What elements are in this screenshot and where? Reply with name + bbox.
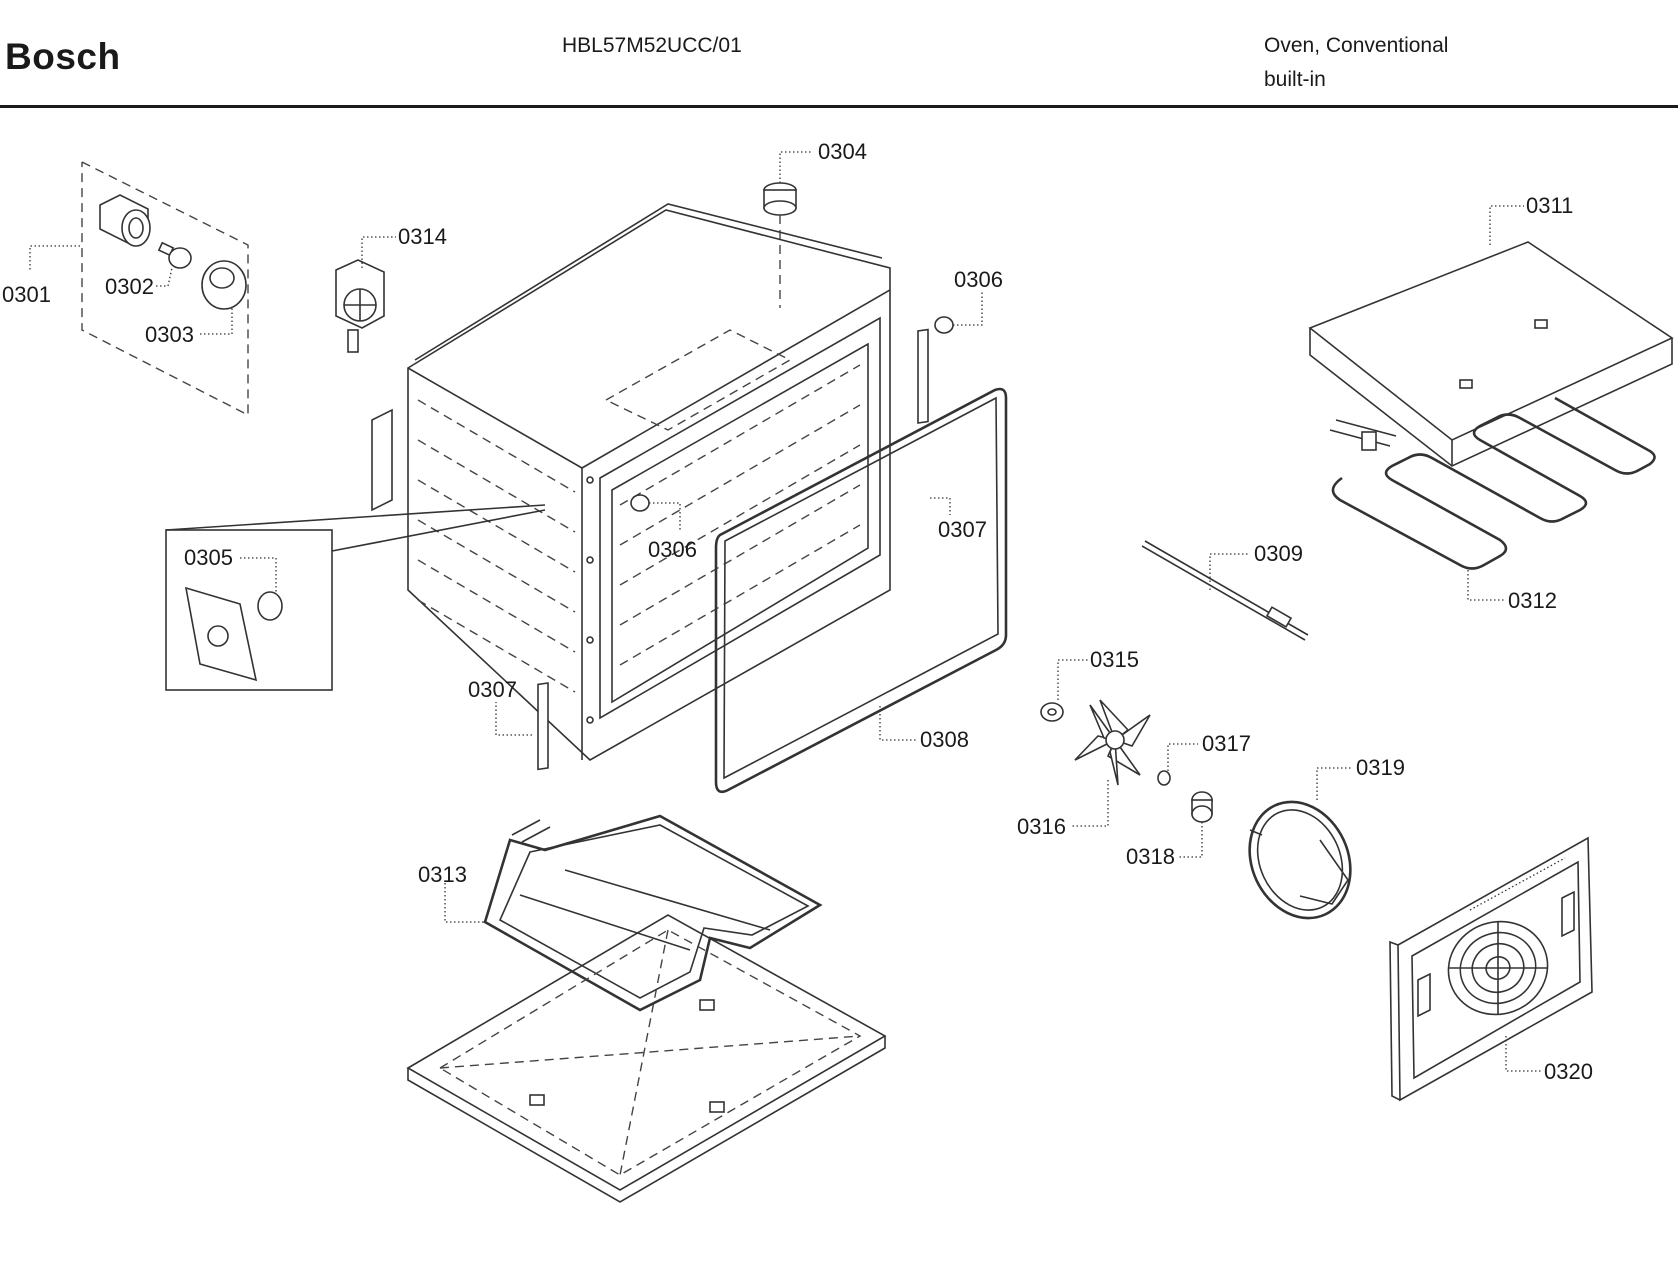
- leader-0312: [1467, 570, 1505, 601]
- leader-0318: [1178, 822, 1203, 858]
- leader-0301: [29, 245, 80, 270]
- top-heating-element-part: [1329, 396, 1656, 601]
- inset-pointer-bottom: [331, 509, 546, 552]
- lamp-group-outline: [81, 161, 249, 417]
- oven-floor-panel: [406, 914, 887, 1203]
- label-0319: 0319: [1356, 755, 1405, 780]
- inset-frame: [165, 529, 333, 691]
- lamp-bulb-part: [157, 241, 192, 269]
- top-heat-shield-part: [1308, 205, 1674, 467]
- leader-0305: [240, 557, 277, 592]
- fan-blade-part: [1072, 699, 1151, 827]
- fan-motor-part: [335, 236, 396, 353]
- label-0311: 0311: [1526, 193, 1573, 218]
- washer-part: [1040, 659, 1088, 722]
- leader-0307-left: [495, 702, 532, 736]
- leader-0303: [200, 306, 233, 335]
- inset-detail-0305: [165, 504, 546, 691]
- label-0309: 0309: [1254, 541, 1303, 566]
- inset-pointer-top: [165, 504, 546, 531]
- inset-panel: [184, 586, 258, 682]
- rear-fan-cover-part: [1389, 836, 1593, 1102]
- convection-ring-element-part: [1248, 767, 1352, 920]
- leader-0317: [1167, 743, 1198, 771]
- label-0317: 0317: [1202, 731, 1251, 756]
- label-0307-right: 0307: [938, 517, 987, 542]
- label-0320: 0320: [1544, 1059, 1593, 1084]
- temperature-sensor-part: [1141, 540, 1309, 641]
- lamp-socket-part: [99, 194, 151, 247]
- label-0306-front: 0306: [648, 537, 697, 562]
- leader-0304: [779, 151, 812, 183]
- label-0316: 0316: [1017, 814, 1066, 839]
- rack-rail-left-part: [495, 682, 549, 771]
- oven-cavity-housing: [371, 203, 891, 761]
- label-0304: 0304: [818, 139, 867, 164]
- label-0306-top: 0306: [954, 267, 1003, 292]
- label-0312: 0312: [1508, 588, 1557, 613]
- grommet-front-part: [630, 494, 681, 530]
- cavity-rack-rails: [619, 364, 861, 666]
- leader-0311: [1489, 205, 1524, 245]
- bottom-heating-element-part: [444, 814, 823, 1012]
- appliance-type: Oven, Conventional: [1264, 34, 1449, 57]
- label-0315: 0315: [1090, 647, 1139, 672]
- lamp-assembly-group: [29, 161, 249, 417]
- label-0308: 0308: [920, 727, 969, 752]
- label-0305: 0305: [184, 545, 233, 570]
- vent-piece-part: [763, 151, 812, 308]
- label-0301: 0301: [2, 282, 51, 307]
- fan-spacer-part: [1178, 791, 1213, 858]
- label-0307-left: 0307: [468, 677, 517, 702]
- lamp-cover-part: [201, 260, 247, 310]
- leader-0302: [156, 267, 173, 287]
- model-number: HBL57M52UCC/01: [562, 34, 742, 57]
- leader-0320: [1505, 1036, 1542, 1072]
- inset-knob: [257, 591, 283, 621]
- cavity-side-ribs: [417, 399, 576, 693]
- label-0314: 0314: [398, 224, 447, 249]
- label-0302: 0302: [105, 274, 154, 299]
- appliance-subtype: built-in: [1264, 68, 1326, 91]
- leader-0306-front: [649, 502, 681, 530]
- leader-0308: [879, 706, 918, 741]
- brand-name: Bosch: [5, 36, 121, 77]
- leader-0307-right: [930, 497, 951, 515]
- label-0303: 0303: [145, 322, 194, 347]
- diagram-header: Bosch HBL57M52UCC/01 Oven, Conventional …: [0, 0, 1678, 112]
- leader-0319: [1316, 767, 1352, 800]
- door-gasket-part: [714, 387, 1008, 794]
- leader-0316: [1072, 780, 1109, 827]
- rack-rail-right-part: [917, 328, 951, 515]
- label-0318: 0318: [1126, 844, 1175, 869]
- fan-nut-part: [1157, 743, 1198, 786]
- leader-0315: [1057, 659, 1088, 700]
- label-0313: 0313: [418, 862, 467, 887]
- leader-0313: [444, 883, 485, 923]
- leader-0306-top: [953, 292, 983, 326]
- header-divider: [0, 105, 1678, 108]
- leader-0309: [1209, 553, 1250, 590]
- grommet-top-part: [934, 292, 983, 334]
